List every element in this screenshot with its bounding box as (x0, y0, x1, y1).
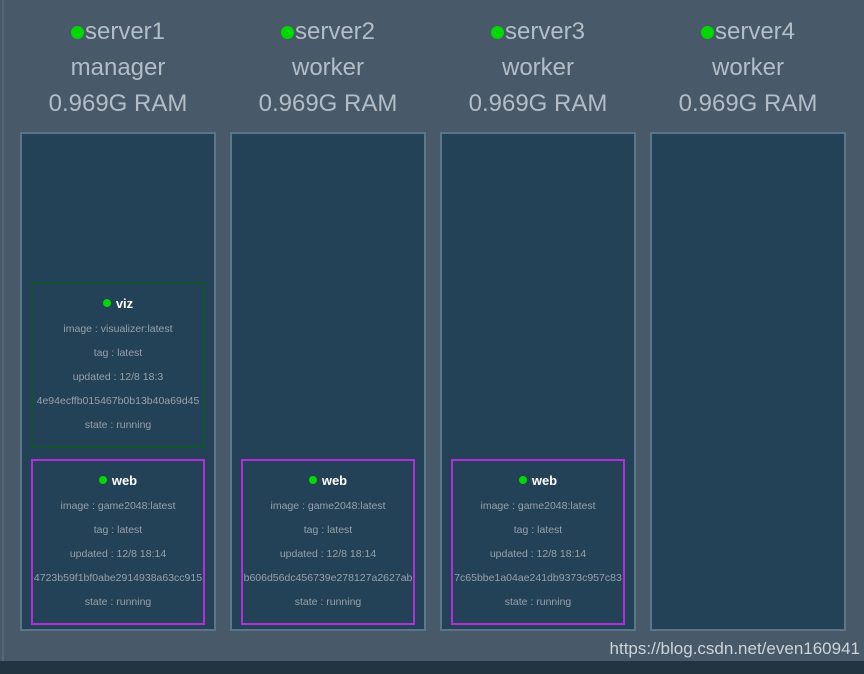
node-header-server2: server2 worker 0.969G RAM (230, 14, 426, 122)
node-status-dot-icon (280, 26, 294, 39)
container-hash: 4723b59f1bf0abe2914938a63cc915 (33, 572, 203, 584)
container-card-web: web image : game2048:latest tag : latest… (31, 459, 205, 625)
container-status-dot-icon (98, 476, 107, 484)
container-title-row: web (453, 468, 623, 494)
container-status-dot-icon (102, 299, 111, 307)
container-title: web (111, 473, 138, 488)
container-state: state : running (84, 419, 152, 431)
container-title: web (531, 473, 558, 488)
node-panel-server3: web image : game2048:latest tag : latest… (440, 132, 636, 631)
container-hash: 4e94ecffb015467b0b13b40a69d45 (36, 395, 200, 407)
node-role: worker (501, 54, 574, 81)
container-status-dot-icon (518, 476, 527, 484)
node-name-row: server1 (20, 14, 216, 50)
container-hash: b606d56dc456739e278127a2627ab (243, 572, 413, 584)
node-ram: 0.969G RAM (468, 90, 608, 117)
node-name: server4 (714, 18, 796, 45)
bottom-edge-strip (0, 661, 864, 674)
watermark-url: https://blog.csdn.net/even160941 (609, 639, 860, 658)
container-tag: tag : latest (303, 524, 353, 536)
node-panel-server1: viz image : visualizer:latest tag : late… (20, 132, 216, 631)
container-tag: tag : latest (93, 524, 143, 536)
container-hash: 7c65bbe1a04ae241db9373c957c83 (454, 572, 622, 584)
node-header-server4: server4 worker 0.969G RAM (650, 14, 846, 122)
node-ram: 0.969G RAM (678, 90, 818, 117)
container-title-row: web (33, 468, 203, 494)
container-state: state : running (504, 596, 572, 608)
container-state: state : running (84, 596, 152, 608)
node-name: server2 (294, 18, 376, 45)
container-image: image : game2048:latest (270, 500, 386, 512)
node-panel-server4 (650, 132, 846, 631)
container-state: state : running (294, 596, 362, 608)
node-name: server1 (84, 18, 166, 45)
node-role: worker (711, 54, 784, 81)
container-updated: updated : 12/8 18:3 (72, 371, 164, 383)
container-updated: updated : 12/8 18:14 (279, 548, 377, 560)
container-title: viz (115, 296, 134, 311)
container-image: image : game2048:latest (480, 500, 596, 512)
node-role: manager (70, 54, 166, 81)
node-headers: server1 manager 0.969G RAM server2 worke… (0, 0, 864, 122)
container-title-row: web (243, 468, 413, 494)
node-status-dot-icon (490, 26, 504, 39)
container-card-web: web image : game2048:latest tag : latest… (241, 459, 415, 625)
container-image: image : game2048:latest (60, 500, 176, 512)
node-panel-server2: web image : game2048:latest tag : latest… (230, 132, 426, 631)
window-edge-line (2, 0, 4, 674)
node-status-dot-icon (70, 26, 84, 39)
node-ram: 0.969G RAM (48, 90, 188, 117)
container-status-dot-icon (308, 476, 317, 484)
container-title: web (321, 473, 348, 488)
node-panels: viz image : visualizer:latest tag : late… (0, 132, 864, 631)
node-name-row: server4 (650, 14, 846, 50)
container-tag: tag : latest (93, 347, 143, 359)
node-status-dot-icon (700, 26, 714, 39)
node-name-row: server2 (230, 14, 426, 50)
container-title-row: viz (33, 291, 203, 317)
node-header-server1: server1 manager 0.969G RAM (20, 14, 216, 122)
node-name: server3 (504, 18, 586, 45)
container-updated: updated : 12/8 18:14 (489, 548, 587, 560)
container-card-web: web image : game2048:latest tag : latest… (451, 459, 625, 625)
container-tag: tag : latest (513, 524, 563, 536)
container-image: image : visualizer:latest (63, 323, 173, 335)
node-name-row: server3 (440, 14, 636, 50)
node-role: worker (291, 54, 364, 81)
node-ram: 0.969G RAM (258, 90, 398, 117)
node-header-server3: server3 worker 0.969G RAM (440, 14, 636, 122)
container-card-viz: viz image : visualizer:latest tag : late… (31, 282, 205, 448)
container-updated: updated : 12/8 18:14 (69, 548, 167, 560)
